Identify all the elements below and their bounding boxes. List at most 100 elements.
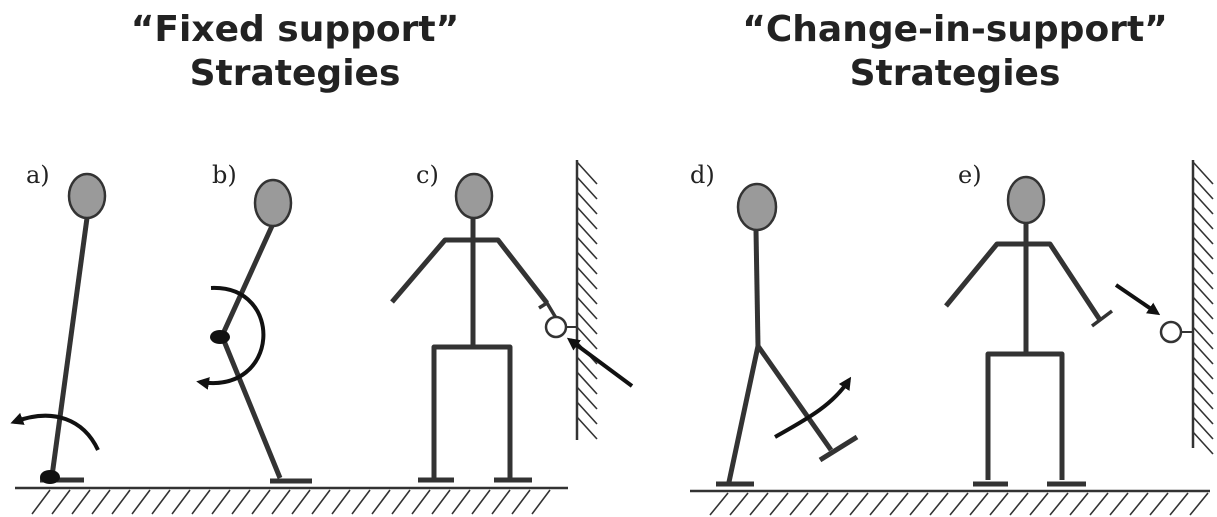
- ground-hatch-mark: [989, 492, 1009, 516]
- wall-hatch-mark: [1192, 371, 1214, 395]
- wall-hatch-mark: [1192, 266, 1214, 290]
- wall-hatch-mark: [576, 296, 598, 320]
- wall-hatch-mark: [576, 416, 598, 440]
- wall-hatch-mark: [1192, 296, 1214, 320]
- figure-d-standing-leg: [726, 345, 761, 483]
- ground-hatch-mark: [331, 489, 351, 515]
- wall-hatch-mark: [1192, 236, 1214, 260]
- ground-hatch-mark: [809, 492, 829, 516]
- figure-b-hip-joint: [210, 330, 230, 344]
- figure-c-head: [454, 172, 494, 220]
- ground-hatch-mark: [709, 492, 729, 516]
- panel-label-a: a): [26, 161, 50, 189]
- figure-e-arms: [944, 241, 1103, 322]
- ground-hatch-mark: [171, 489, 191, 515]
- ground-hatch-mark: [1109, 492, 1129, 516]
- figure-a-ankle-strategy: [10, 172, 107, 484]
- wall-hatch-mark: [1192, 221, 1214, 245]
- wall-hatch-mark: [1192, 161, 1214, 185]
- wall-e: [1191, 160, 1214, 455]
- wall-hatch-mark: [576, 371, 598, 395]
- wall-hatch-mark: [576, 161, 598, 185]
- figure-c-arms: [390, 237, 549, 305]
- ground-hatch-mark: [869, 492, 889, 516]
- figure-c-force-arrow: [566, 337, 634, 388]
- figure-a-ankle-joint: [40, 470, 60, 484]
- wall-hatch-mark: [576, 386, 598, 410]
- ground-hatch-mark: [231, 489, 251, 515]
- wall-hatch-mark: [1192, 281, 1214, 305]
- ground-hatch-mark: [929, 492, 949, 516]
- ground-hatch-mark: [1169, 492, 1189, 516]
- panel-label-c: c): [416, 161, 439, 189]
- panel-label-d: d): [690, 161, 715, 189]
- ground-hatch-mark: [91, 489, 111, 515]
- ground-hatch-mark: [969, 492, 989, 516]
- figure-d-step-arrow: [774, 376, 852, 439]
- panel-label-b: b): [212, 161, 237, 189]
- ground-hatch-mark: [111, 489, 131, 515]
- wall-hatch-mark: [1192, 341, 1214, 365]
- figure-a-head: [67, 172, 107, 220]
- ground-hatch-mark: [471, 489, 491, 515]
- figure-c-hand: [538, 301, 558, 319]
- ground-hatch-mark: [1149, 492, 1169, 516]
- wall-hatch-mark: [576, 176, 598, 200]
- figure-d-head: [736, 182, 778, 232]
- wall-hatch-mark: [576, 281, 598, 305]
- ground-hatch-mark: [371, 489, 391, 515]
- wall-hatch-mark: [576, 251, 598, 275]
- figure-a-rotation-arrow: [10, 412, 100, 451]
- figure-b-body: [219, 224, 283, 479]
- wall-hatch-mark: [576, 236, 598, 260]
- ground-hatch-mark: [431, 489, 451, 515]
- ground-hatch-mark: [1089, 492, 1109, 516]
- ground-hatch-mark: [531, 489, 551, 515]
- ground-hatch-mark: [949, 492, 969, 516]
- heading-fixed-line1: “Fixed support”: [130, 9, 460, 50]
- ground-hatch-mark: [1029, 492, 1049, 516]
- figure-e-legs: [985, 351, 1065, 480]
- ground-hatch-mark: [351, 489, 371, 515]
- ground-hatch-mark: [311, 489, 331, 515]
- figure-d-stepping-strategy: [716, 182, 859, 487]
- wall-hatch-mark: [576, 266, 598, 290]
- ground-hatch-mark: [909, 492, 929, 516]
- figure-e-reach-strategy: [944, 175, 1193, 487]
- wall-hatch-mark: [1192, 401, 1214, 425]
- wall-hatch-mark: [576, 206, 598, 230]
- ground-hatch-mark: [391, 489, 411, 515]
- wall-hatch-mark: [576, 221, 598, 245]
- ground-hatch-mark: [71, 489, 91, 515]
- ground-hatch-mark: [769, 492, 789, 516]
- figure-d-torso: [753, 229, 761, 347]
- wall-hatch-mark: [1192, 386, 1214, 410]
- wall-hatch-mark: [1192, 251, 1214, 275]
- figure-e-head: [1006, 175, 1046, 225]
- figure-c-contact-point: [544, 315, 568, 339]
- ground-hatch-mark: [151, 489, 171, 515]
- figure-e-hand: [1090, 309, 1114, 328]
- figure-e-reach-arrow: [1114, 283, 1161, 316]
- ground-hatch-mark: [729, 492, 749, 516]
- ground-hatch-mark: [191, 489, 211, 515]
- ground-hatch-mark: [31, 489, 51, 515]
- figure-d-stepping-foot: [818, 434, 859, 463]
- figure-b-hip-strategy: [196, 178, 312, 484]
- ground-hatch-mark: [451, 489, 471, 515]
- panel-label-e: e): [958, 161, 982, 189]
- wall-hatch-mark: [576, 326, 598, 350]
- ground-hatch-mark: [271, 489, 291, 515]
- figure-b-head: [253, 178, 293, 228]
- ground-hatch-mark: [51, 489, 71, 515]
- figure-d-stepping-leg: [755, 344, 834, 452]
- ground-hatch-mark: [1069, 492, 1089, 516]
- wall-hatch-mark: [1192, 431, 1214, 455]
- wall-hatch-mark: [1192, 326, 1214, 350]
- ground-hatch-mark: [511, 489, 531, 515]
- ground-hatch-mark: [291, 489, 311, 515]
- ground-hatch-mark: [889, 492, 909, 516]
- wall-hatch-mark: [1192, 206, 1214, 230]
- ground-hatch-mark: [211, 489, 231, 515]
- wall-hatch-mark: [1192, 191, 1214, 215]
